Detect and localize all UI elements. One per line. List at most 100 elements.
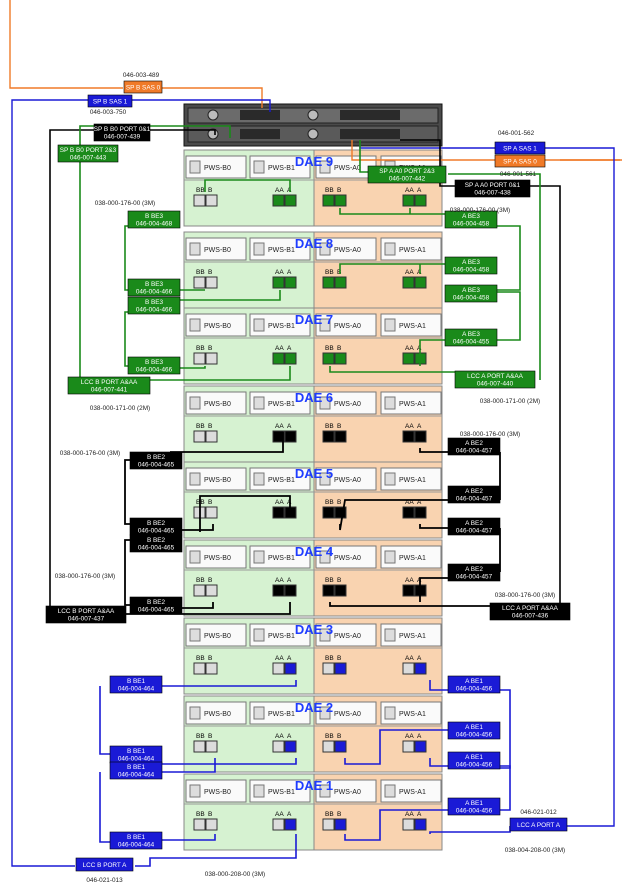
port-label-a: A [417, 499, 422, 506]
label-box [489, 602, 571, 621]
sas-port-a [414, 194, 427, 207]
port-label-b: B [208, 423, 212, 430]
cable-b-be1-b [99, 772, 110, 843]
label-text: B BE2 [147, 454, 166, 461]
cable-a-be1-link2 [497, 765, 511, 811]
dae-title: DAE 7 [295, 312, 333, 327]
label-box [109, 831, 163, 850]
cable-dae5-b [180, 524, 214, 531]
label-part-number: 046-007-441 [91, 387, 128, 394]
cable-dae1-b [150, 834, 216, 841]
sas-port-b [205, 430, 218, 443]
label-box [444, 284, 498, 303]
psu-slot [249, 701, 311, 725]
port-label-aa: AA [275, 655, 284, 662]
psu-handle [189, 242, 201, 256]
psu-slot [185, 391, 247, 415]
sas-port-aa [272, 430, 285, 443]
length-caption: 038-000-208-00 (3M) [205, 871, 265, 878]
psu-slot [249, 779, 311, 803]
psu-slot [380, 623, 442, 647]
psu-handle [253, 396, 265, 410]
label-box [447, 517, 501, 536]
storage-processor-enclosure [183, 103, 443, 147]
psu-slot [249, 313, 311, 337]
sas-port-a [284, 584, 297, 597]
psu-handle [384, 318, 396, 332]
sas-port-a [284, 506, 297, 519]
label-text: B BE1 [127, 764, 146, 771]
psu-slot [315, 391, 377, 415]
sas-port-aa [402, 740, 415, 753]
label-box [127, 296, 181, 315]
port-label-b: B [337, 733, 341, 740]
cable-sp-b-b0-link [150, 129, 216, 135]
psu-label: PWS-B0 [204, 555, 231, 562]
psu-label: PWS-A0 [334, 789, 361, 796]
psu-handle [189, 706, 201, 720]
label-box [454, 179, 531, 198]
port-label-b: B [208, 345, 212, 352]
port-label-aa: AA [405, 345, 414, 352]
label-part-number: 046-004-457 [456, 496, 493, 503]
cable-sp-a-sas0-link [351, 140, 495, 161]
port-label-aa: AA [405, 655, 414, 662]
sas-port-a [414, 276, 427, 289]
label-text: A BE3 [462, 331, 480, 338]
sas-port-b [205, 818, 218, 831]
cable-dae5-a [339, 499, 455, 531]
psu-label: PWS-B0 [204, 789, 231, 796]
psu-label: PWS-A0 [334, 633, 361, 640]
cable-dae6-a [419, 448, 455, 453]
label-text: LCC A PORT A&AA [502, 605, 559, 612]
sas-port-bb [322, 662, 335, 675]
label-part-number: 046-004-466 [136, 289, 173, 296]
sas-port-bb [322, 506, 335, 519]
sas-port-b [334, 740, 347, 753]
label-text: A BE1 [465, 678, 483, 685]
label-part-number: 046-003-750 [90, 109, 127, 116]
label-box [123, 80, 163, 94]
label-part-number: 046-004-466 [136, 307, 173, 314]
psu-label: PWS-B1 [268, 789, 295, 796]
psu-handle [384, 242, 396, 256]
dae-title: DAE 8 [295, 236, 333, 251]
psu-label: PWS-B1 [268, 555, 295, 562]
length-captions: 038-000-176-00 (3M)038-000-176-00 (3M)03… [55, 200, 565, 878]
port-label-b: B [337, 423, 341, 430]
sas-port-aa [402, 276, 415, 289]
sas-port-aa [402, 506, 415, 519]
cable-dae4-aa [419, 577, 455, 602]
port-label-aa: AA [405, 499, 414, 506]
psu-slot [185, 623, 247, 647]
sas-port-aa [272, 818, 285, 831]
cable-b-be2-a [124, 459, 130, 525]
dae-title: DAE 5 [295, 466, 333, 481]
sas-port-b [334, 352, 347, 365]
psu-slot [249, 391, 311, 415]
psu-slot [315, 467, 377, 491]
port-label-b: B [208, 811, 212, 818]
psu-slot [380, 391, 442, 415]
psu-slot [185, 701, 247, 725]
label-text: B BE1 [127, 834, 146, 841]
sas-port-b [205, 506, 218, 519]
psu-label: PWS-B1 [268, 165, 295, 172]
cable-a-be3-link [493, 225, 521, 291]
cable-dae3-a [429, 680, 452, 691]
port-label-aa: AA [275, 811, 284, 818]
label-box [447, 675, 501, 694]
dae-9: PWS-B0PWS-B1PWS-A0PWS-A1BBBAAABBBAAADAE … [183, 149, 443, 227]
sas-port-b [205, 662, 218, 675]
port-label-aa: AA [275, 345, 284, 352]
sas-port-aa [402, 430, 415, 443]
psu-slot [380, 545, 442, 569]
